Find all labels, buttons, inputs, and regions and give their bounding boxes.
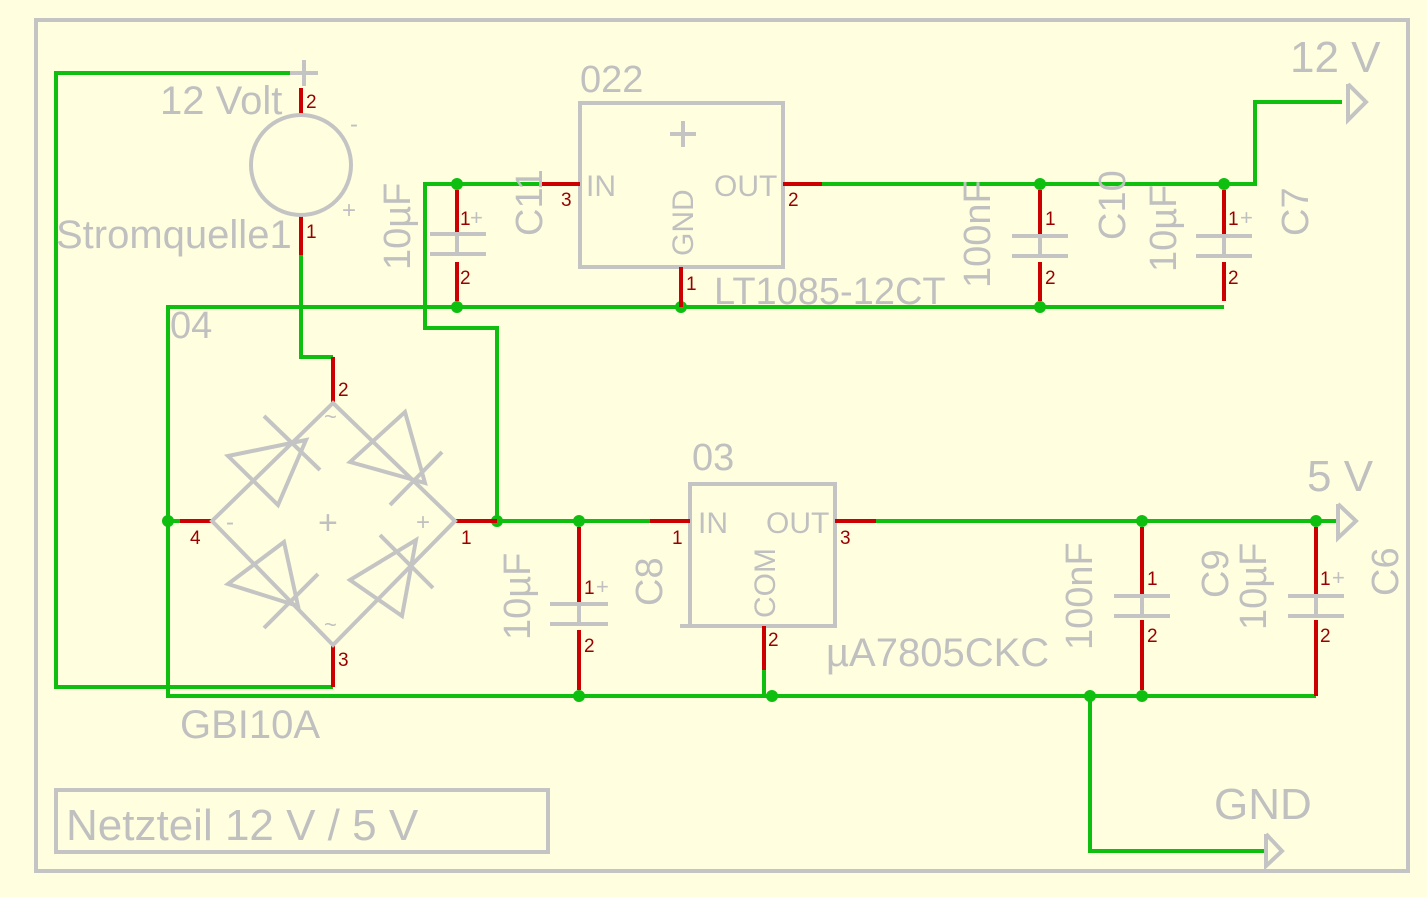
svg-text:+: +	[1240, 205, 1253, 230]
c7-name: C7	[1275, 187, 1317, 236]
bridge-value: GBI10A	[180, 703, 320, 747]
bridge-ref: 04	[170, 305, 212, 347]
svg-text:COM: COM	[749, 548, 782, 618]
svg-text:OUT: OUT	[766, 507, 829, 540]
svg-text:2: 2	[306, 92, 317, 113]
svg-text:+: +	[318, 504, 338, 542]
bridge-rectifier[interactable]: ~ ~ - + + 04 GBI10A 1 2 3 4	[170, 305, 497, 747]
svg-text:1: 1	[306, 222, 317, 243]
svg-text:IN: IN	[586, 170, 616, 203]
svg-text:3: 3	[338, 650, 349, 671]
rail-12v-label: 12 V	[1290, 33, 1381, 82]
junctions	[162, 178, 1322, 702]
svg-text:2: 2	[1045, 268, 1056, 289]
c10-value: 100nF	[957, 180, 999, 288]
svg-text:3: 3	[561, 190, 572, 211]
voltage-source[interactable]: 12 Volt Stromquelle1 - + 2 1	[56, 60, 358, 257]
c9-value: 100nF	[1059, 542, 1101, 650]
svg-text:2: 2	[768, 630, 779, 651]
title-text: Netzteil 12 V / 5 V	[66, 801, 419, 850]
svg-text:1: 1	[460, 209, 471, 230]
source-plus: +	[342, 197, 356, 224]
svg-text:2: 2	[788, 190, 799, 211]
capacitor-c11[interactable]: 1 + 2 C11 10µF	[377, 169, 551, 301]
reg12-ref: 022	[580, 59, 643, 101]
svg-text:+: +	[470, 205, 483, 230]
c8-value: 10µF	[497, 553, 539, 640]
capacitor-c8[interactable]: 1 + 2 C8 10µF	[497, 527, 671, 690]
svg-text:1: 1	[1228, 209, 1239, 230]
svg-text:3: 3	[840, 528, 851, 549]
c10-name: C10	[1092, 170, 1134, 240]
svg-text:2: 2	[584, 636, 595, 657]
c6-name: C6	[1365, 547, 1407, 596]
svg-text:IN: IN	[698, 507, 728, 540]
rail-5v: 5 V	[1307, 452, 1374, 543]
reg12-value: LT1085-12CT	[714, 271, 946, 313]
svg-text:2: 2	[1147, 626, 1158, 647]
source-name: Stromquelle1	[56, 213, 292, 257]
svg-text:+: +	[596, 574, 609, 599]
c8-name: C8	[629, 557, 671, 606]
svg-text:~: ~	[324, 404, 337, 429]
c9-name: C9	[1195, 549, 1237, 598]
rail-gnd-label: GND	[1214, 780, 1312, 829]
svg-text:-: -	[226, 509, 234, 536]
svg-text:2: 2	[1228, 268, 1239, 289]
capacitor-c9[interactable]: 1 2 C9 100nF	[1059, 527, 1237, 690]
svg-text:1: 1	[1320, 569, 1331, 590]
source-ref: 12 Volt	[160, 79, 282, 123]
regulator-12v[interactable]: IN OUT GND 022 LT1085-12CT 3 2 1	[540, 59, 946, 313]
svg-text:+: +	[1332, 565, 1345, 590]
svg-text:~: ~	[324, 612, 337, 637]
capacitor-c10[interactable]: 1 2 C10 100nF	[957, 170, 1134, 301]
svg-text:2: 2	[338, 380, 349, 401]
svg-text:1: 1	[461, 528, 472, 549]
svg-text:2: 2	[1320, 626, 1331, 647]
svg-text:1: 1	[1045, 209, 1056, 230]
c11-value: 10µF	[377, 183, 419, 270]
sheet-frame	[34, 18, 1410, 873]
rail-5v-label: 5 V	[1307, 452, 1374, 501]
svg-text:OUT: OUT	[714, 170, 777, 203]
source-minus: -	[350, 111, 358, 138]
svg-text:2: 2	[460, 268, 471, 289]
reg5-value: µA7805CKC	[826, 631, 1049, 675]
svg-text:1: 1	[1147, 569, 1158, 590]
svg-text:4: 4	[190, 528, 201, 549]
svg-text:GND: GND	[667, 189, 700, 256]
c7-value: 10µF	[1143, 185, 1185, 272]
reg5-ref: 03	[692, 437, 734, 479]
title-block	[54, 788, 550, 854]
svg-text:1: 1	[584, 578, 595, 599]
svg-text:1: 1	[686, 274, 697, 295]
capacitor-c6[interactable]: 1 + 2 C6 10µF	[1233, 527, 1407, 696]
rail-12v: 12 V	[1290, 33, 1381, 125]
svg-text:+: +	[416, 509, 430, 536]
rail-gnd: GND	[1214, 780, 1312, 871]
regulator-5v[interactable]: IN OUT COM 03 µA7805CKC 1 3 2	[650, 437, 1049, 675]
c6-value: 10µF	[1233, 543, 1275, 630]
svg-text:1: 1	[672, 528, 683, 549]
c11-name: C11	[509, 169, 551, 236]
capacitor-c7[interactable]: 1 + 2 C7 10µF	[1143, 185, 1317, 301]
